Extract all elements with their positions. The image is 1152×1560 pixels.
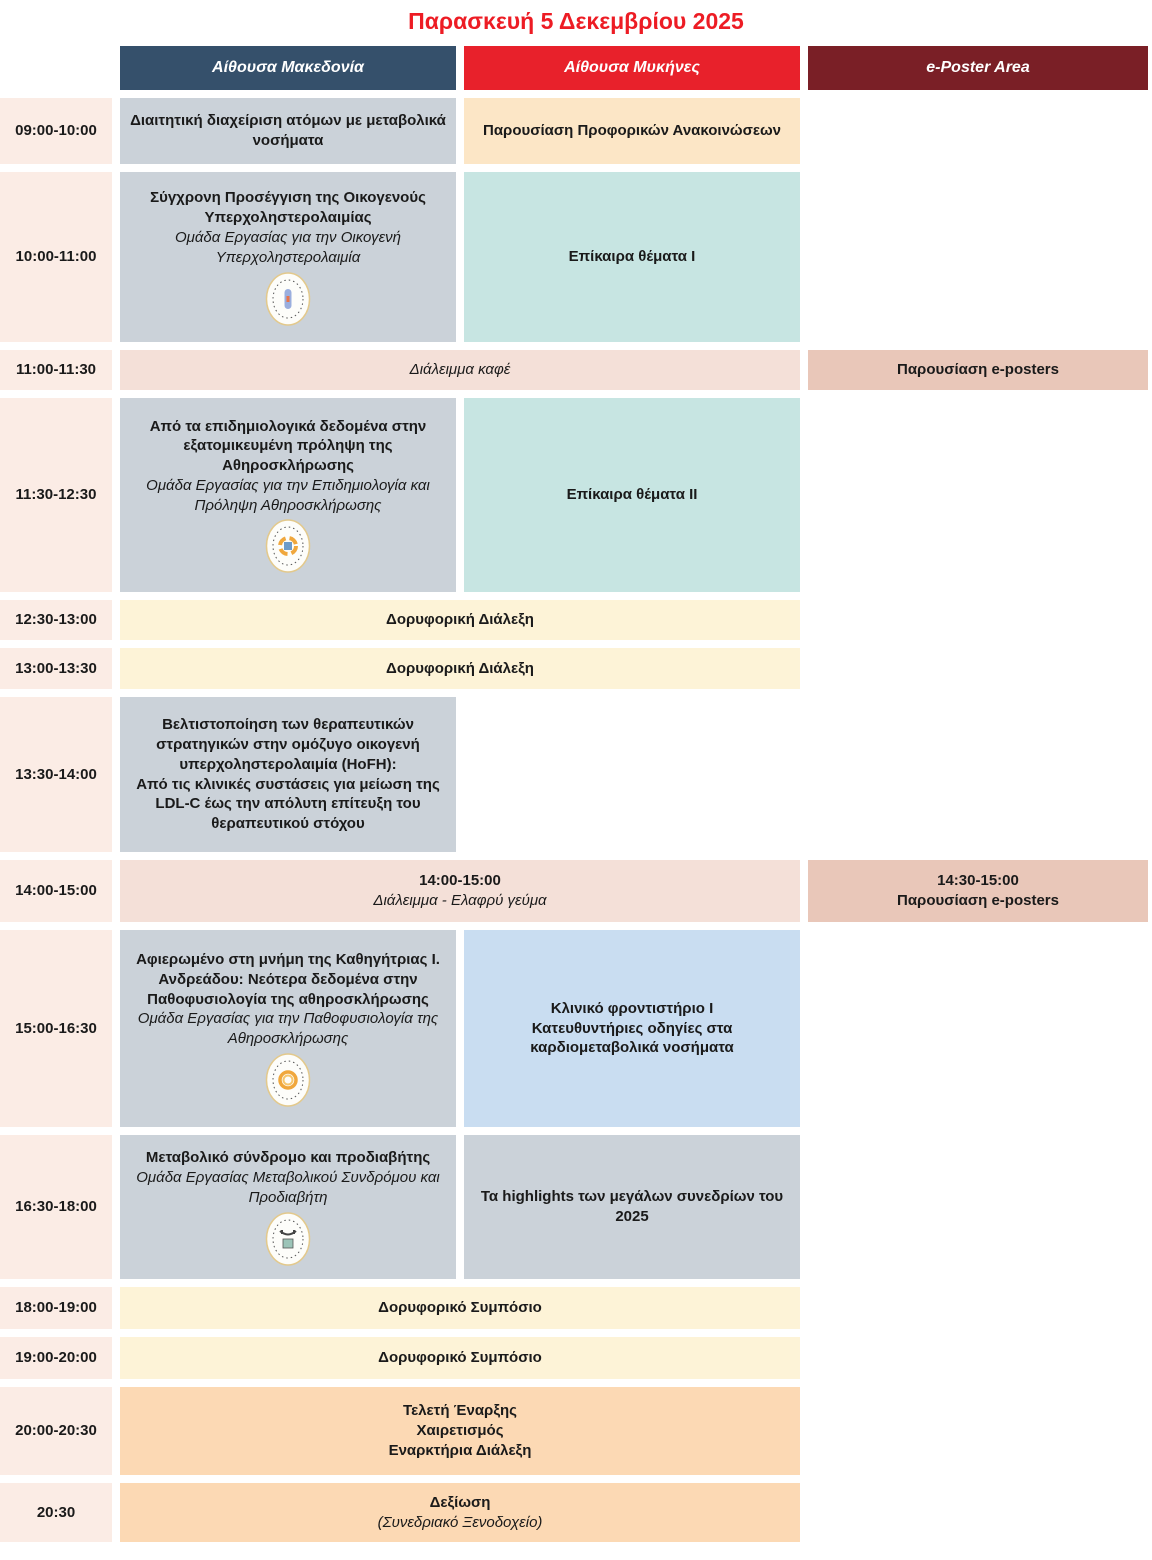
time-slot-label: 10:00-11:00 [0,172,112,342]
session-cell: Επίκαιρα θέματα ΙΙ [464,398,800,592]
session-title: Από τα επιδημιολογικά δεδομένα στην εξατ… [149,417,427,475]
time-slot-label: 20:30 [0,1483,112,1542]
session-cell: Επίκαιρα θέματα Ι [464,172,800,342]
session-title: Παρουσίαση Προφορικών Ανακοινώσεων [482,122,781,140]
session-title: Βελτιστοποίηση των θεραπευτικών στρατηγι… [156,716,420,773]
room-header-mykines: Αίθουσα Μυκήνες [464,46,800,90]
schedule-row: 11:00-11:30 Διάλειμμα καφέ Παρουσίαση e-po… [0,350,1152,390]
session-title: Δορυφορικό Συμπόσιο [378,1349,542,1367]
session-title: Επίκαιρα θέματα ΙΙ [566,486,698,504]
session-cell: Σύγχρονη Προσέγγιση της Οικογενούς Υπερχ… [120,172,456,342]
time-slot-label: 20:00-20:30 [0,1387,112,1475]
time-slot-label: 09:00-10:00 [0,98,112,164]
schedule-row: 11:30-12:30 Από τα επιδημιολογικά δεδομέν… [0,398,1152,592]
session-cell: Παρουσίαση Προφορικών Ανακοινώσεων [464,98,800,164]
time-slot-label: 13:30-14:00 [0,697,112,852]
session-subtitle: Ομάδα Εργασίας Μεταβολικού Συνδρόμου και… [136,1169,440,1206]
session-title: Παρουσίαση e-posters [897,361,1059,379]
session-title: Από τις κλινικές συστάσεις για μείωση τη… [136,775,440,833]
fh-workgroup-logo-icon [265,271,311,326]
session-cell: Δεξίωση (Συνεδριακό Ξενοδοχείο) [120,1483,800,1542]
metabolic-syndrome-workgroup-logo-icon [265,1211,311,1266]
time-slot-label: 16:30-18:00 [0,1135,112,1279]
session-title: Χαιρετισμός [416,1422,504,1440]
session-title: Παρουσίαση e-posters [897,892,1059,909]
session-cell: Αφιερωμένο στη μνήμη της Καθηγήτριας Ι. … [120,930,456,1127]
session-cell: Από τα επιδημιολογικά δεδομένα στην εξατ… [120,398,456,592]
session-cell: Δορυφορική Διάλεξη [120,600,800,640]
schedule-row: 13:30-14:00 Βελτιστοποίηση των θεραπευτικ… [0,697,1152,852]
pathophysiology-workgroup-logo-icon [265,1053,311,1107]
epidemiology-workgroup-logo-icon [265,519,311,574]
time-slot-label: 18:00-19:00 [0,1287,112,1329]
session-title: Επίκαιρα θέματα Ι [568,248,696,266]
schedule-grid: 09:00-10:00 Διαιτητική διαχείριση ατόμων … [0,98,1152,1542]
schedule-row: 09:00-10:00 Διαιτητική διαχείριση ατόμων … [0,98,1152,164]
session-cell: Διαιτητική διαχείριση ατόμων με μεταβολι… [120,98,456,164]
session-title: Μεταβολικό σύνδρομο και προδιαβήτης [145,1149,431,1167]
room-header-row: Αίθουσα Μακεδονία Αίθουσα Μυκήνες e-Post… [0,46,1152,90]
schedule-row: 12:30-13:00 Δορυφορική Διάλεξη [0,600,1152,640]
schedule-row: 18:00-19:00 Δορυφορικό Συμπόσιο [0,1287,1152,1329]
session-title: Σύγχρονη Προσέγγιση της Οικογενούς Υπερχ… [150,189,426,227]
time-slot-label: 14:00-15:00 [0,860,112,922]
session-title: Δορυφορική Διάλεξη [386,611,534,629]
session-subtitle: Ομάδα Εργασίας για την Παθοφυσιολογία τη… [137,1010,439,1048]
session-subtitle: Ομάδα Εργασίας για την Οικογενή Υπερχολη… [174,229,401,266]
session-title: Αφιερωμένο στη μνήμη της Καθηγήτριας Ι. … [136,951,440,1008]
time-slot-label: 19:00-20:00 [0,1337,112,1379]
room-header-makedonia: Αίθουσα Μακεδονία [120,46,456,90]
time-slot-label: 11:00-11:30 [0,350,112,390]
session-cell: Παρουσίαση e-posters [808,350,1148,390]
session-title: 14:00-15:00 [419,872,501,890]
schedule-row: 19:00-20:00 Δορυφορικό Συμπόσιο [0,1337,1152,1379]
room-header-eposter: e-Poster Area [808,46,1148,90]
time-slot-label: 13:00-13:30 [0,648,112,689]
session-subtitle: Διάλειμμα - Ελαφρύ γεύμα [373,892,547,909]
session-cell: Δορυφορικό Συμπόσιο [120,1337,800,1379]
session-title: Κλινικό φροντιστήριο Ι [550,999,714,1017]
session-title: Τα highlights των μεγάλων συνεδρίων του … [480,1188,784,1225]
session-title: Διαιτητική διαχείριση ατόμων με μεταβολι… [130,112,446,149]
session-cell: Δορυφορική Διάλεξη [120,648,800,689]
session-title: Κατευθυντήριες οδηγίες στα καρδιομεταβολ… [530,1019,734,1057]
schedule-row: 15:00-16:30 Αφιερωμένο στη μνήμη της Καθη… [0,930,1152,1127]
session-title: Τελετή Έναρξης [403,1402,517,1420]
schedule-row: 10:00-11:00 Σύγχρονη Προσέγγιση της Οικογ… [0,172,1152,342]
session-subtitle: Ομάδα Εργασίας για την Επιδημιολογία και… [146,476,430,514]
session-title: Δορυφορικό Συμπόσιο [378,1299,542,1317]
time-slot-label: 12:30-13:00 [0,600,112,640]
session-cell: Δορυφορικό Συμπόσιο [120,1287,800,1329]
schedule-row: 20:30 Δεξίωση (Συνεδριακό Ξενοδοχείο) [0,1483,1152,1542]
schedule-row: 13:00-13:30 Δορυφορική Διάλεξη [0,648,1152,689]
page-title: Παρασκευή 5 Δεκεμβρίου 2025 [408,8,744,34]
session-title: Εναρκτήρια Διάλεξη [388,1441,532,1459]
session-cell: Βελτιστοποίηση των θεραπευτικών στρατηγι… [120,697,456,852]
session-title: Δορυφορική Διάλεξη [386,659,534,677]
session-cell: Τα highlights των μεγάλων συνεδρίων του … [464,1135,800,1279]
session-subtitle: (Συνεδριακό Ξενοδοχείο) [377,1513,543,1531]
time-slot-label: 15:00-16:30 [0,930,112,1127]
session-cell: Κλινικό φροντιστήριο Ι Κατευθυντήριες οδη… [464,930,800,1127]
session-title: Δεξίωση [429,1493,491,1511]
session-subtitle: Διάλειμμα καφέ [409,361,511,379]
session-title: 14:30-15:00 [937,872,1019,890]
session-cell: Διάλειμμα καφέ [120,350,800,390]
header-spacer [0,46,112,90]
time-slot-label: 11:30-12:30 [0,398,112,592]
